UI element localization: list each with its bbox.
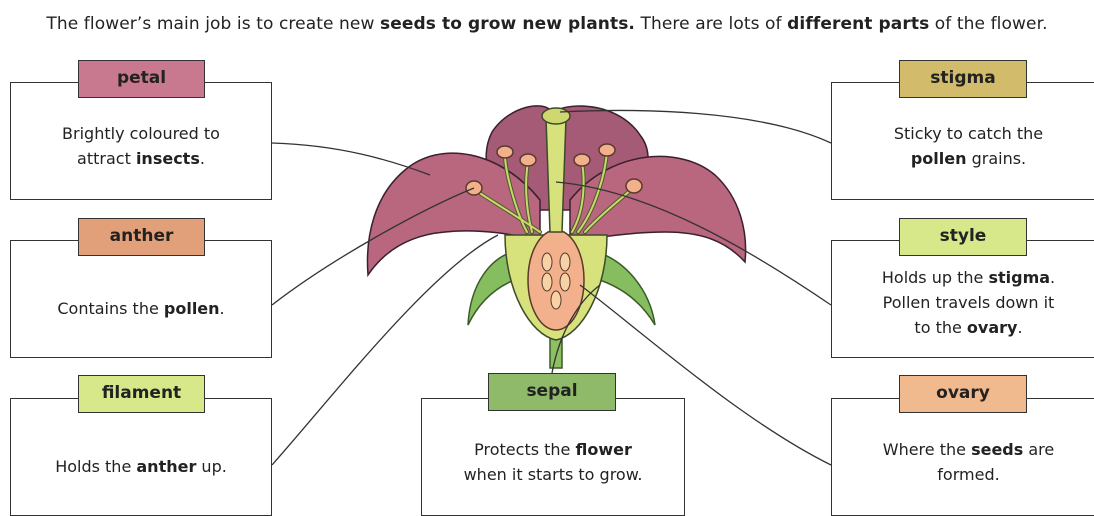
text: grains. (967, 149, 1027, 168)
style-desc-line: to the ovary. (832, 315, 1094, 340)
petal-label: petal (78, 60, 205, 98)
anther-desc-line: Contains the pollen. (11, 296, 271, 321)
petal-description: Brightly coloured to attract insects. (11, 121, 271, 171)
text: to the (914, 318, 967, 337)
sepal-box: Protects the flower when it starts to gr… (421, 398, 685, 516)
text: Where the (883, 440, 971, 459)
text: up. (196, 457, 226, 476)
petal-desc-line: attract insects. (11, 146, 271, 171)
stigma-desc-line: pollen grains. (832, 146, 1094, 171)
sepal-label: sepal (488, 373, 616, 411)
sepal-desc-line: when it starts to grow. (422, 462, 684, 487)
stigma-box: Sticky to catch the pollen grains. (831, 82, 1094, 200)
bold-text: flower (575, 440, 631, 459)
sepal-desc-line: Protects the flower (422, 437, 684, 462)
style-label: style (899, 218, 1027, 256)
bold-text: pollen (911, 149, 967, 168)
text: Holds the (55, 457, 136, 476)
text: Protects the (474, 440, 575, 459)
anther-box: Contains the pollen. (10, 240, 272, 358)
ovary-desc-line: Where the seeds are (832, 437, 1094, 462)
ovule (560, 253, 570, 271)
text: are (1023, 440, 1054, 459)
ovary-label: ovary (899, 375, 1027, 413)
ovule (551, 291, 561, 309)
text: . (1017, 318, 1022, 337)
stigma-description: Sticky to catch the pollen grains. (832, 121, 1094, 171)
ovule (560, 273, 570, 291)
text: Holds up the (882, 268, 989, 287)
sepal-description: Protects the flower when it starts to gr… (422, 437, 684, 487)
style-desc-line: Pollen travels down it (832, 290, 1094, 315)
anther-description: Contains the pollen. (11, 296, 271, 321)
ovule (542, 253, 552, 271)
style-desc-line: Holds up the stigma. (832, 265, 1094, 290)
ovary-desc-line: formed. (832, 462, 1094, 487)
filament-box: Holds the anther up. (10, 398, 272, 516)
bold-text: seeds (971, 440, 1023, 459)
filament-desc-line: Holds the anther up. (11, 454, 271, 479)
bold-text: pollen (164, 299, 220, 318)
text: . (220, 299, 225, 318)
style-box: Holds up the stigma. Pollen travels down… (831, 240, 1094, 358)
ovary-shape (528, 230, 584, 330)
stigma-shape (542, 108, 570, 124)
ovary-box: Where the seeds are formed. (831, 398, 1094, 516)
style-shape (546, 118, 566, 232)
petal-box: Brightly coloured to attract insects. (10, 82, 272, 200)
text: . (1050, 268, 1055, 287)
filament-label: filament (78, 375, 205, 413)
text: attract (77, 149, 136, 168)
stigma-desc-line: Sticky to catch the (832, 121, 1094, 146)
bold-text: stigma (988, 268, 1050, 287)
filament-description: Holds the anther up. (11, 454, 271, 479)
stigma-label: stigma (899, 60, 1027, 98)
bold-text: insects (136, 149, 200, 168)
ovary-description: Where the seeds are formed. (832, 437, 1094, 487)
petal-desc-line: Brightly coloured to (11, 121, 271, 146)
bold-text: anther (136, 457, 196, 476)
text: . (200, 149, 205, 168)
ovule (542, 273, 552, 291)
text: Contains the (57, 299, 164, 318)
anther-label: anther (78, 218, 205, 256)
bold-text: ovary (967, 318, 1018, 337)
style-description: Holds up the stigma. Pollen travels down… (832, 265, 1094, 340)
